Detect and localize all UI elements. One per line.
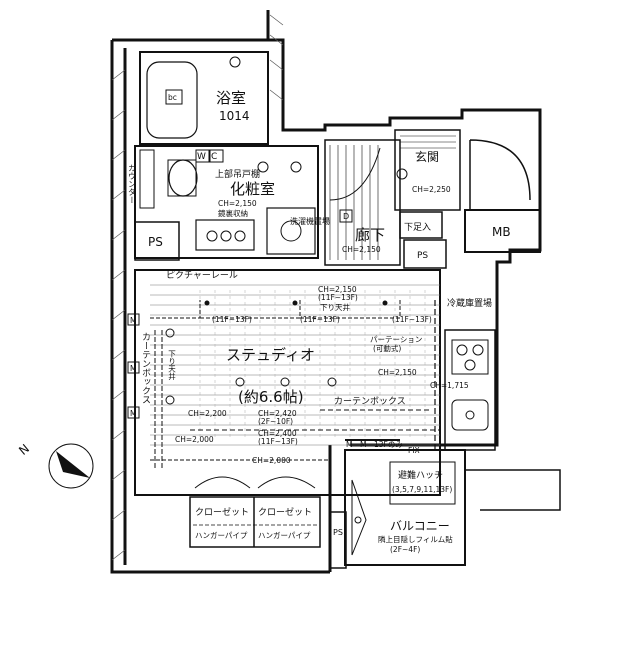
hatch-label: 避難ハッチ: [398, 469, 443, 481]
ps-label-3: PS: [333, 528, 343, 537]
ceiling-2400: CH=2,400: [258, 429, 297, 438]
laundry-label: 洗濯機置場: [290, 216, 330, 226]
partition-sub: (可動式): [373, 343, 401, 353]
counter-label: カウンター: [128, 164, 137, 204]
ceiling-2150-a: CH=2,150: [318, 285, 357, 294]
bath-code: 1014: [219, 109, 250, 123]
ceiling-2200: CH=2,200: [188, 409, 227, 418]
ceiling-2000-a: CH=2,000: [175, 435, 214, 444]
washroom-label: 化粧室: [230, 180, 275, 198]
ceiling-floors-c: (11F~13F): [300, 315, 340, 324]
washroom-upper: 上部吊戸棚: [215, 168, 260, 180]
balcony-label: バルコニー: [390, 519, 450, 533]
d-symbol-1: D: [343, 212, 349, 221]
ceiling-floors-f2: (2F~10F): [258, 417, 293, 426]
ceiling-floors-e: (11F~13F): [258, 437, 298, 446]
c-symbol: C: [211, 152, 217, 162]
sagari-label-a: 下り天井: [320, 302, 350, 312]
hatch-floors: (3,5,7,9,11,13F): [392, 485, 452, 494]
studio-size: (約6.6帖): [238, 388, 304, 406]
svg-text:bc: bc: [168, 93, 177, 102]
bath-label: 浴室: [216, 89, 246, 107]
balcony: [344, 439, 561, 566]
ps-label-2: PS: [417, 251, 428, 261]
mb-label: MB: [492, 225, 511, 239]
kitchen: [444, 329, 496, 451]
w-symbol: W: [197, 152, 206, 162]
washroom-storage: 鏡裏収納: [218, 208, 248, 218]
hanger-1-label: ハンガーパイプ: [195, 530, 248, 540]
north-arrow: [48, 443, 94, 489]
ceiling-floors-a: (11F~13F): [318, 293, 358, 302]
hall-ch: CH=2,150: [342, 245, 381, 254]
genkan-label: 玄関: [415, 149, 439, 164]
hall-label: 廊下: [355, 226, 385, 244]
ceiling-2420: CH=2,420: [258, 409, 297, 418]
genkan: [394, 129, 541, 253]
m-socket-3: M: [130, 409, 136, 418]
ceiling-floors-b: (11F~13F): [212, 315, 252, 324]
fix-label: FIX: [408, 446, 420, 455]
shoe-label: 下足入: [404, 222, 431, 233]
north-label: N: [16, 441, 32, 457]
closet-2-label: クローゼット: [258, 506, 312, 518]
ceiling-2000-b: CH=2,000: [252, 456, 291, 465]
ceiling-floors-d: (11F~13F): [392, 315, 432, 324]
washroom: [134, 145, 319, 259]
hallway: [324, 139, 401, 266]
curtain-box-vertical: カーテンボックス: [140, 332, 151, 404]
genkan-ch: CH=2,250: [412, 185, 451, 194]
m-symbol-balcony: M: [346, 440, 352, 449]
ps-boxes: [134, 221, 447, 569]
m-socket-1: M: [130, 316, 136, 325]
ps-label-1: PS: [148, 235, 163, 249]
closets: [189, 476, 321, 548]
m-symbol-balcony-2: M: [360, 440, 366, 449]
ceiling-1715: CH=1,715: [430, 381, 469, 390]
ceiling-2150-b: CH=2,150: [378, 368, 417, 377]
studio-label: ステュディオ: [226, 346, 315, 364]
lowered-ceiling-vertical: 下り天井: [167, 350, 176, 382]
studio: [134, 269, 441, 496]
only-13f-label: 13Fのみ: [374, 440, 403, 449]
hanger-2-label: ハンガーパイプ: [258, 530, 311, 540]
balcony-note: 隣上目隠しフィルム貼: [378, 534, 453, 544]
fridge-label: 冷蔵庫置場: [447, 297, 492, 309]
balcony-floors: (2F~4F): [390, 545, 420, 554]
partition-label: パーテーション: [370, 335, 422, 344]
m-socket-2: M: [130, 364, 136, 373]
hatched-walls: [111, 14, 284, 561]
m-sockets: [127, 313, 140, 419]
picture-rail-label: ピクチャーレール: [166, 270, 238, 281]
bathroom: bc: [139, 51, 269, 145]
curtain-box-label: カーテンボックス: [334, 396, 406, 407]
closet-1-label: クローゼット: [195, 506, 249, 518]
washroom-ch: CH=2,150: [218, 199, 257, 208]
